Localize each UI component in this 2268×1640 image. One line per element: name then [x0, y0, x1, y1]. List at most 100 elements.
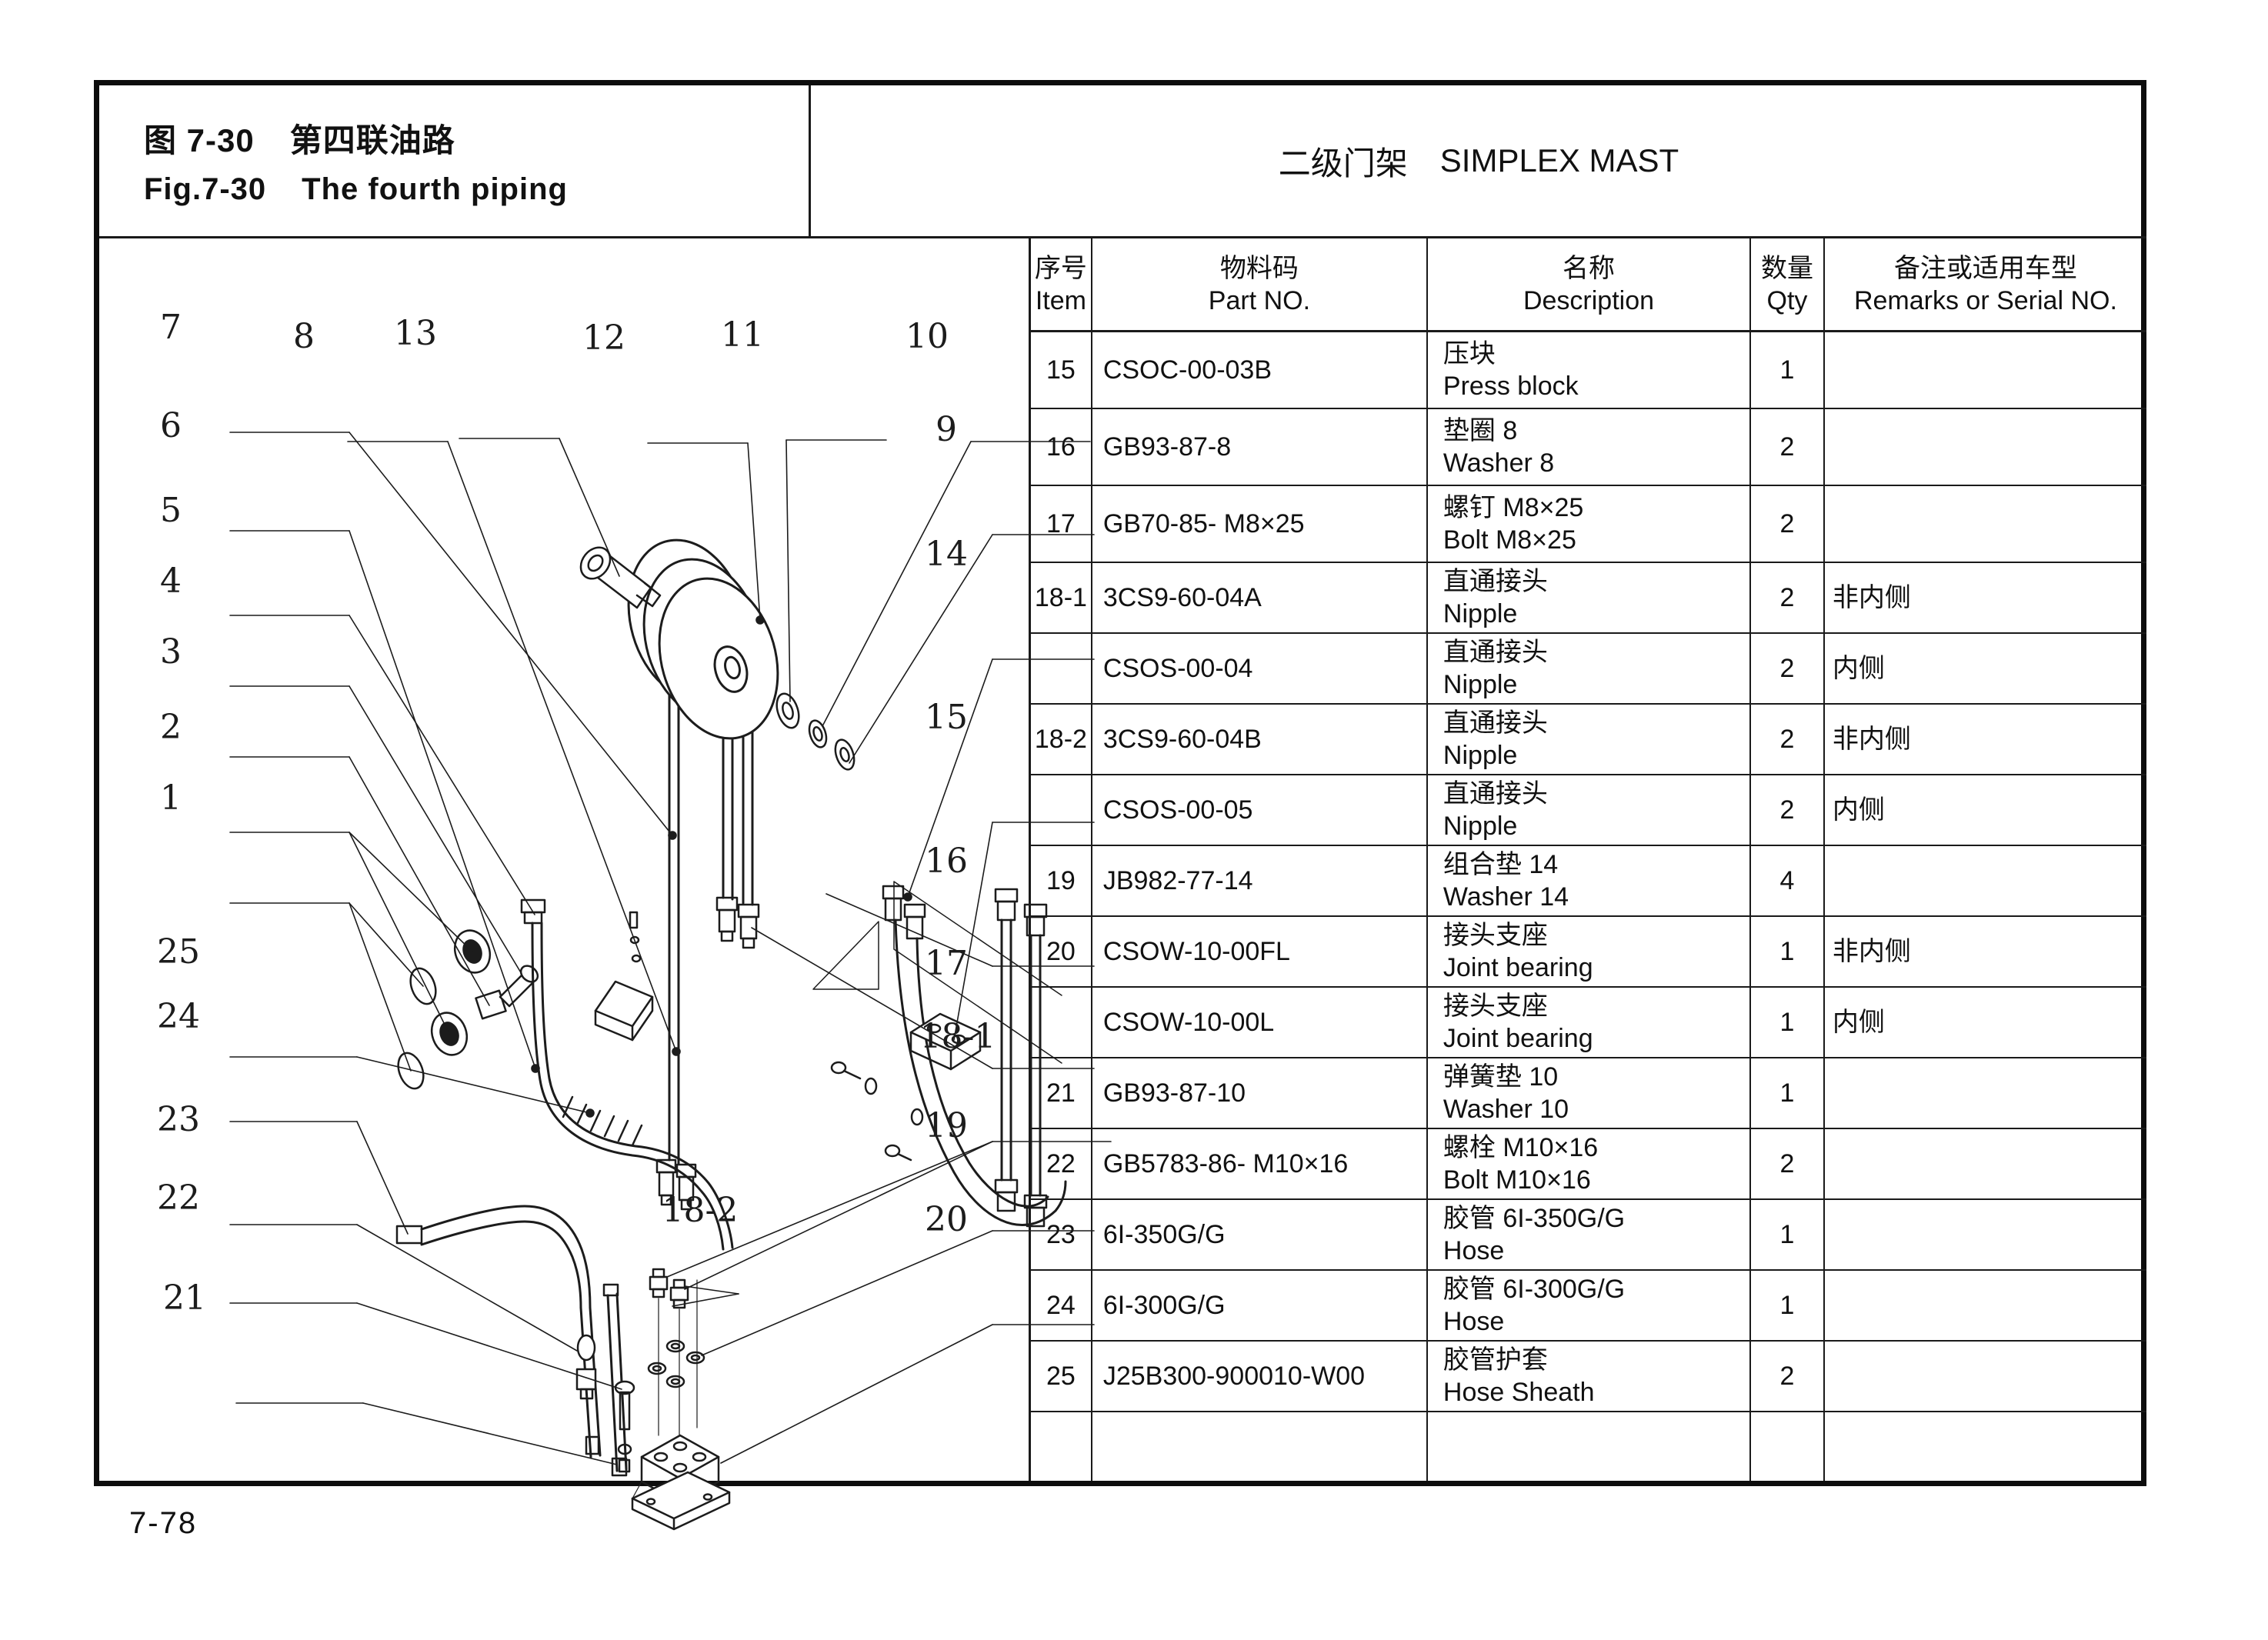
- exploded-diagram: [229, 432, 1112, 1531]
- callout-9: 9: [936, 410, 957, 449]
- callout-11: 11: [721, 315, 764, 355]
- cell-remarks: 非内侧: [1832, 583, 1911, 612]
- callout-17: 17: [925, 944, 968, 983]
- cell-item: 18-2: [1031, 705, 1092, 774]
- cell-qty: 1: [1751, 1200, 1825, 1269]
- cell-qty: 1: [1751, 332, 1825, 408]
- cell-item: 20: [1031, 917, 1092, 986]
- callout-2: 2: [160, 708, 182, 747]
- cell-qty: [1751, 1412, 1825, 1481]
- cell-qty: 2: [1751, 486, 1825, 562]
- callout-6: 6: [160, 406, 182, 445]
- cell-qty: 2: [1751, 705, 1825, 774]
- callout-13: 13: [394, 314, 437, 353]
- callout-12: 12: [582, 318, 625, 358]
- cell-part-no: 6I-300G/G: [1092, 1271, 1428, 1340]
- callout-18-1: 18-1: [919, 1017, 996, 1056]
- table-row: [1031, 1412, 2146, 1481]
- cell-qty: 2: [1751, 1342, 1825, 1411]
- cell-remarks: 非内侧: [1832, 725, 1911, 754]
- cell-part-no: 3CS9-60-04A: [1092, 563, 1428, 632]
- cell-item: 21: [1031, 1058, 1092, 1128]
- callout-leaders: [229, 432, 1112, 1465]
- washers: [775, 692, 856, 771]
- cell-qty: 2: [1751, 563, 1825, 632]
- cell-part-no: 6I-350G/G: [1092, 1200, 1428, 1269]
- right-hose-pair: [994, 888, 1048, 1228]
- callout-10: 10: [906, 317, 949, 356]
- cell-qty: 1: [1751, 917, 1825, 986]
- cell-item: 23: [1031, 1200, 1092, 1269]
- cell-remarks: 内侧: [1832, 795, 1885, 825]
- callout-21: 21: [163, 1278, 206, 1318]
- cell-item: 25: [1031, 1342, 1092, 1411]
- cell-part-no: J25B300-900010-W00: [1092, 1342, 1428, 1411]
- cell-part-no: GB5783-86- M10×16: [1092, 1129, 1428, 1198]
- cell-remarks: 非内侧: [1832, 937, 1911, 966]
- pulley: [627, 538, 779, 740]
- cell-remarks: 内侧: [1832, 654, 1885, 683]
- callout-1: 1: [160, 778, 182, 818]
- cell-qty: 4: [1751, 846, 1825, 915]
- cell-part-no: CSOW-10-00L: [1092, 988, 1428, 1057]
- callout-7: 7: [160, 308, 182, 347]
- cell-item: [1031, 988, 1092, 1057]
- cell-item: 16: [1031, 409, 1092, 485]
- cell-part-no: GB93-87-10: [1092, 1058, 1428, 1128]
- cell-part-no: CSOS-00-05: [1092, 775, 1428, 845]
- left-fitting-cluster: [397, 929, 539, 1090]
- cell-item: 22: [1031, 1129, 1092, 1198]
- page-number: 7-78: [129, 1506, 198, 1540]
- callout-20: 20: [925, 1200, 968, 1239]
- pulley-hoses: [655, 690, 760, 1211]
- cell-item: 15: [1031, 332, 1092, 408]
- sheathed-hose: [520, 898, 734, 1251]
- press-block: [594, 911, 654, 1042]
- cell-qty: 1: [1751, 1058, 1825, 1128]
- cell-item: [1031, 1412, 1092, 1481]
- cell-remarks: 内侧: [1832, 1008, 1885, 1037]
- cell-part-no: GB93-87-8: [1092, 409, 1428, 485]
- callout-25: 25: [157, 932, 200, 972]
- cell-qty: 2: [1751, 775, 1825, 845]
- callout-5: 5: [160, 491, 182, 530]
- bottom-fitting-stack: [614, 1268, 705, 1473]
- callout-24: 24: [157, 997, 200, 1036]
- cell-description: [1428, 1412, 1752, 1481]
- cell-item: 24: [1031, 1271, 1092, 1340]
- callout-15: 15: [925, 698, 968, 737]
- callout-4: 4: [160, 562, 182, 601]
- cell-item: 18-1: [1031, 563, 1092, 632]
- callout-14: 14: [925, 535, 968, 574]
- cell-part-no: CSOW-10-00FL: [1092, 917, 1428, 986]
- cell-part-no: [1092, 1412, 1428, 1481]
- elbow-and-twin-hoses: [395, 1205, 628, 1477]
- callout-23: 23: [157, 1100, 200, 1139]
